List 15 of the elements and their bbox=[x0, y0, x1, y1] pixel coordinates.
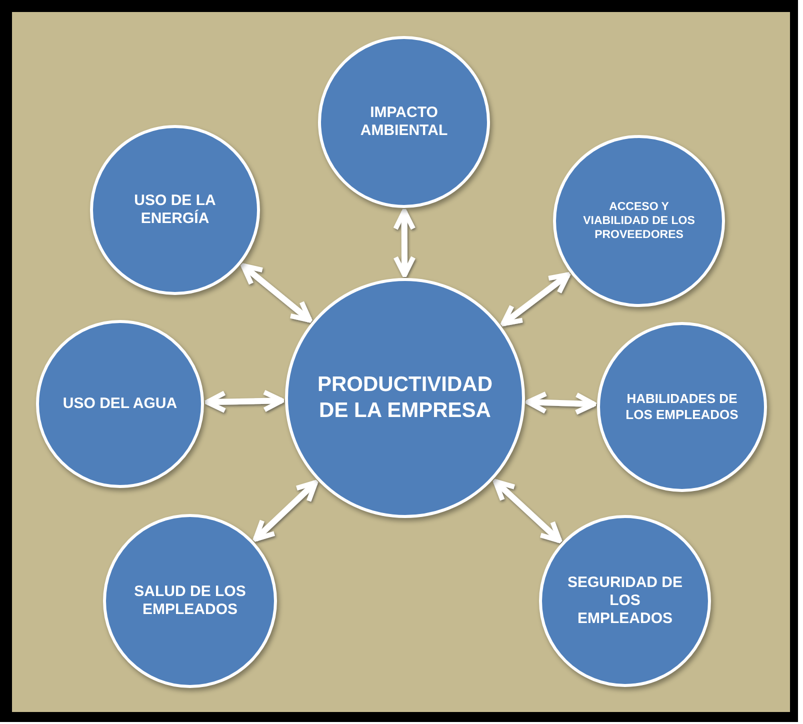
node-label: HABILIDADES DE LOS EMPLEADOS bbox=[624, 391, 740, 423]
node-label: PRODUCTIVIDAD DE LA EMPRESA bbox=[316, 372, 494, 424]
node-label: USO DEL AGUA bbox=[62, 394, 178, 414]
double-arrow bbox=[204, 390, 284, 414]
double-arrow bbox=[492, 479, 562, 544]
node-label: IMPACTO AMBIENTAL bbox=[359, 104, 449, 140]
double-arrow bbox=[253, 480, 318, 542]
node-label: ACCESO Y VIABILIDAD DE LOS PROVEEDORES bbox=[583, 200, 695, 242]
double-arrow bbox=[526, 391, 596, 415]
node-label: USO DE LA ENERGÍA bbox=[133, 192, 217, 228]
node-label: SALUD DE LOS EMPLEADOS bbox=[133, 582, 247, 620]
node-label: SEGURIDAD DE LOS EMPLEADOS bbox=[566, 574, 684, 628]
double-arrow bbox=[240, 263, 312, 323]
double-arrow bbox=[393, 208, 416, 278]
double-arrow bbox=[500, 272, 570, 326]
